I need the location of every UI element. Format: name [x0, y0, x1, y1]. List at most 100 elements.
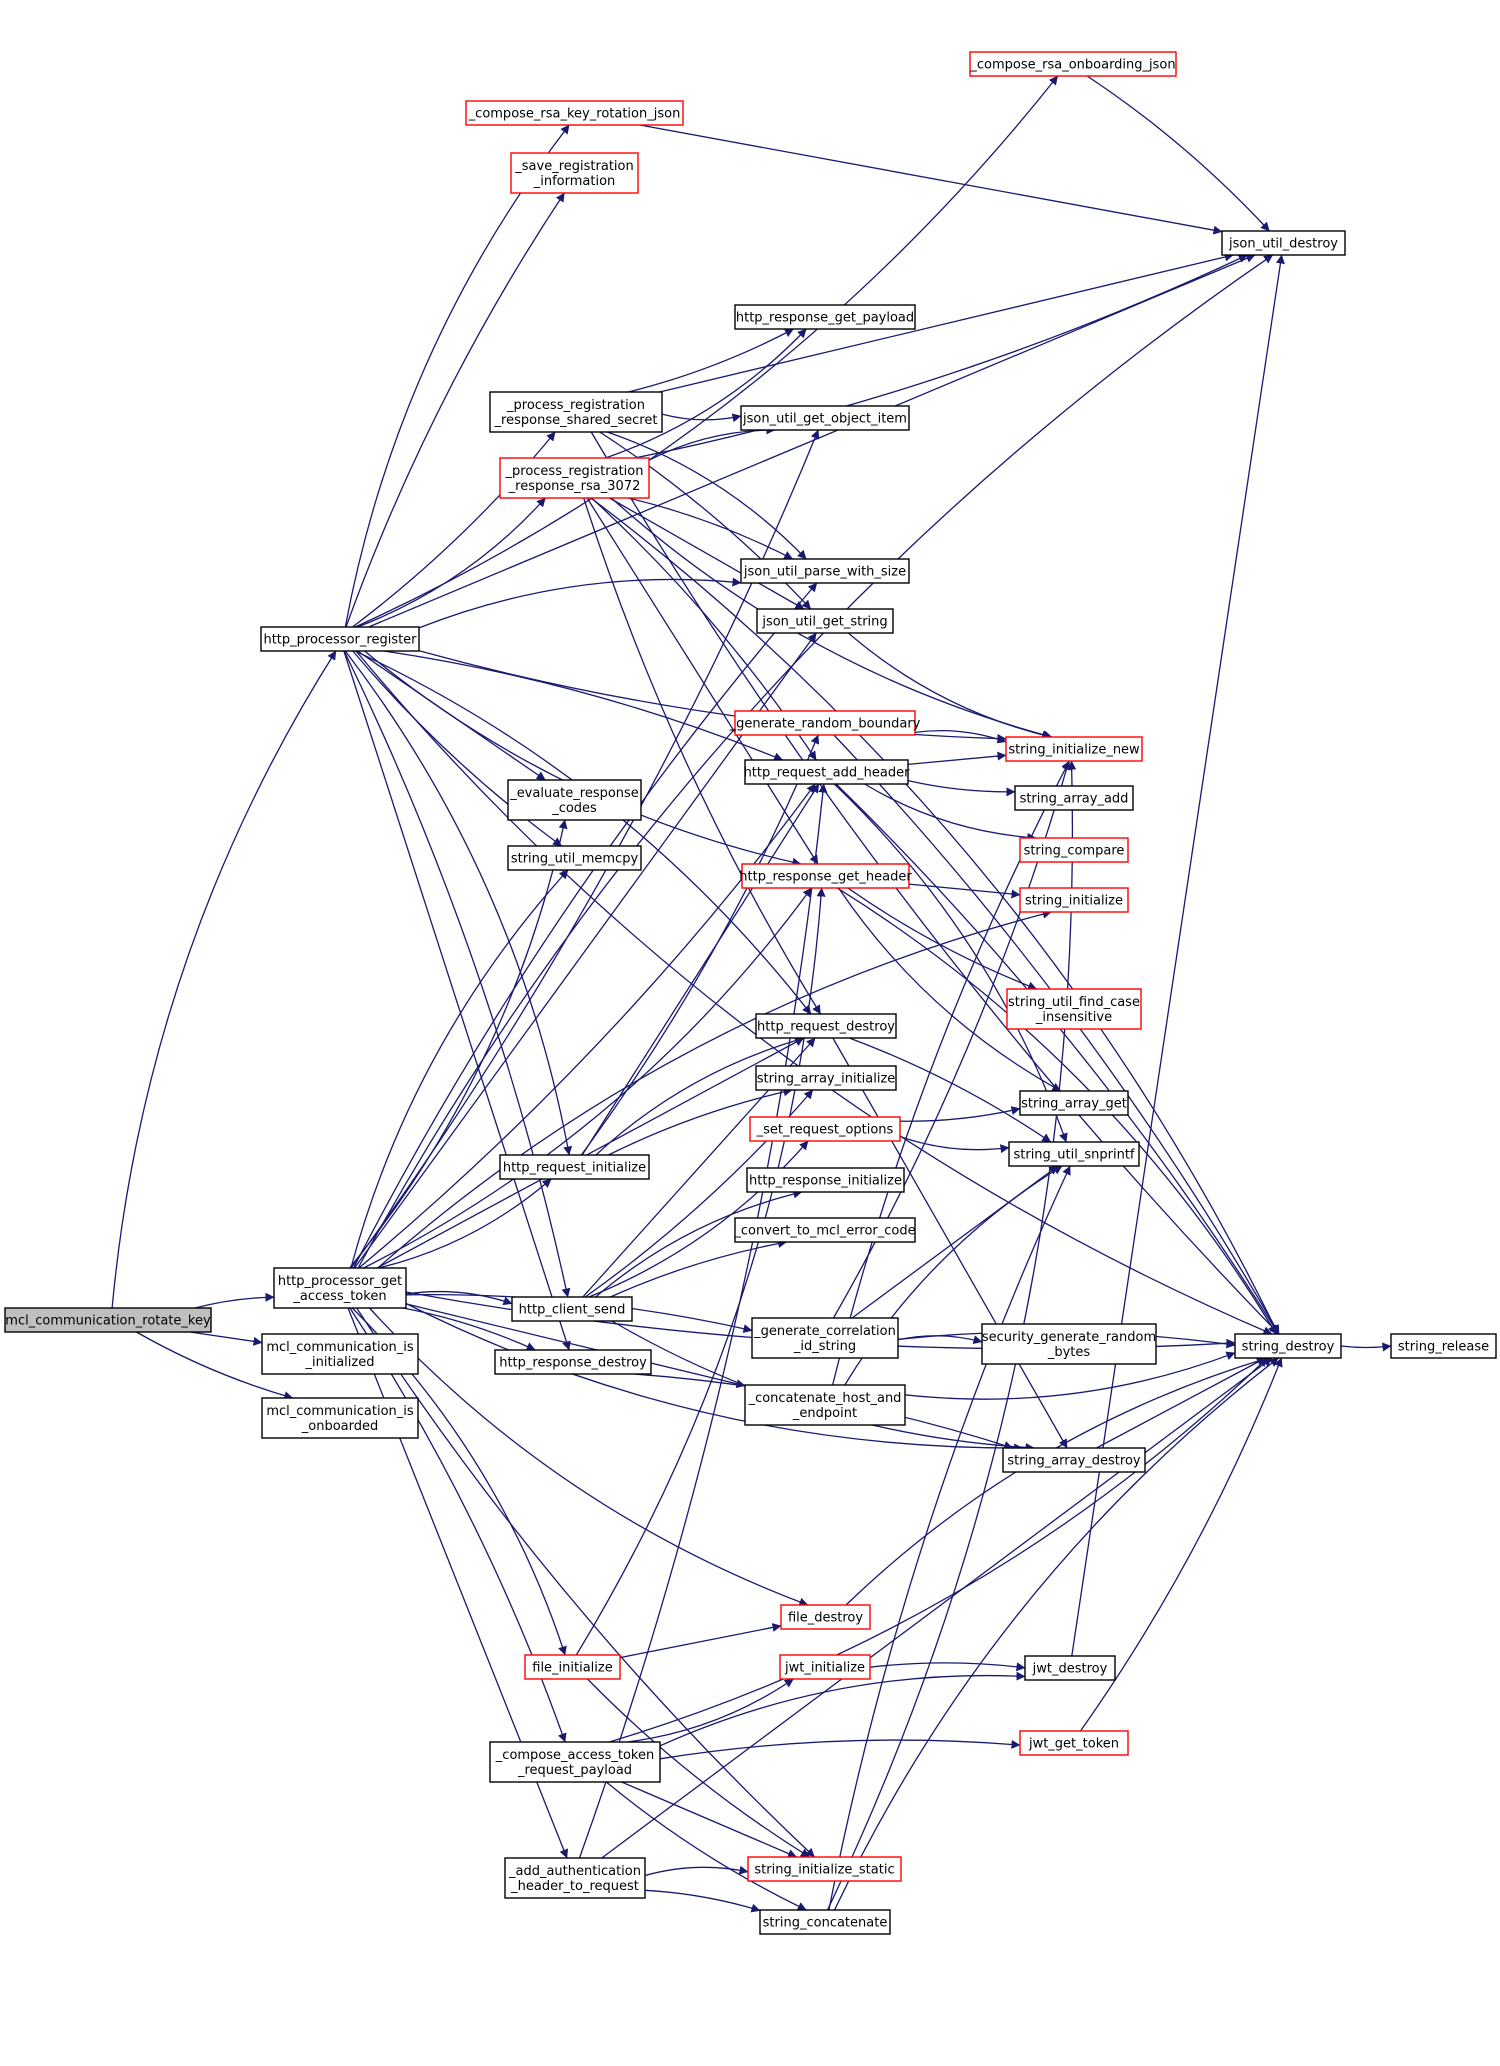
node-string-array-destroy[interactable]: string_array_destroy — [1002, 1447, 1146, 1473]
node-box[interactable] — [740, 558, 910, 584]
node-box[interactable] — [1006, 988, 1142, 1030]
node-compose-rsa-onboarding[interactable]: _compose_rsa_onboarding_json — [969, 51, 1177, 77]
node-root[interactable]: mcl_communication_rotate_key — [4, 1307, 212, 1333]
node-box[interactable] — [734, 710, 916, 736]
node-box[interactable] — [1008, 1141, 1140, 1167]
node-jwt-destroy[interactable]: jwt_destroy — [1024, 1655, 1116, 1681]
node-string-initialize[interactable]: string_initialize — [1019, 887, 1129, 913]
node-box[interactable] — [4, 1307, 212, 1333]
node-compose-rsa-key-rotation[interactable]: _compose_rsa_key_rotation_json — [465, 100, 684, 126]
node-jwt-get-token[interactable]: jwt_get_token — [1019, 1730, 1129, 1756]
node-box[interactable] — [1005, 736, 1143, 762]
node-http-request-add-header[interactable]: http_request_add_header — [744, 759, 911, 785]
node-box[interactable] — [744, 1384, 906, 1426]
node-string-initialize-static[interactable]: string_initialize_static — [747, 1856, 902, 1882]
node-box[interactable] — [1019, 1730, 1129, 1756]
node-http-request-initialize[interactable]: http_request_initialize — [499, 1154, 650, 1180]
node-box[interactable] — [1002, 1447, 1146, 1473]
node-box[interactable] — [1019, 1090, 1129, 1116]
node-jwt-initialize[interactable]: jwt_initialize — [779, 1654, 871, 1680]
node-box[interactable] — [756, 608, 894, 634]
node-box[interactable] — [524, 1654, 621, 1680]
node-json-util-get-object-item[interactable]: json_util_get_object_item — [740, 405, 910, 431]
node-http-response-get-payload[interactable]: http_response_get_payload — [734, 304, 916, 330]
node-box[interactable] — [489, 1741, 661, 1783]
node-string-util-memcpy[interactable]: string_util_memcpy — [507, 845, 642, 871]
node-box[interactable] — [1390, 1333, 1497, 1359]
node-box[interactable] — [1024, 1655, 1116, 1681]
node-is-initialized[interactable]: mcl_communication_is_initialized — [261, 1333, 419, 1375]
node-box[interactable] — [1014, 785, 1134, 811]
node-generate-random-boundary[interactable]: _generate_random_boundary — [729, 710, 921, 736]
node-box[interactable] — [504, 1857, 646, 1899]
node-process-shared-secret[interactable]: _process_registration_response_shared_se… — [489, 391, 663, 433]
node-http-response-destroy[interactable]: http_response_destroy — [494, 1349, 652, 1375]
node-get-access-token[interactable]: http_processor_get_access_token — [273, 1267, 407, 1309]
node-json-util-parse-with-size[interactable]: json_util_parse_with_size — [740, 558, 910, 584]
node-box[interactable] — [1234, 1333, 1342, 1359]
node-box[interactable] — [507, 845, 642, 871]
node-concatenate-host-endpoint[interactable]: _concatenate_host_and_endpoint — [744, 1384, 906, 1426]
node-json-util-get-string[interactable]: json_util_get_string — [756, 608, 894, 634]
node-http-client-send[interactable]: http_client_send — [511, 1296, 633, 1322]
node-box[interactable] — [755, 1013, 897, 1039]
node-evaluate-response-codes[interactable]: _evaluate_response_codes — [507, 779, 642, 821]
node-save-registration[interactable]: _save_registration_information — [510, 152, 639, 194]
node-box[interactable] — [751, 1317, 899, 1359]
node-box[interactable] — [744, 759, 909, 785]
node-add-authentication-header[interactable]: _add_authentication_header_to_request — [504, 1857, 646, 1899]
node-box[interactable] — [981, 1323, 1157, 1365]
node-http-request-destroy[interactable]: http_request_destroy — [755, 1013, 897, 1039]
node-is-onboarded[interactable]: mcl_communication_is_onboarded — [261, 1397, 419, 1439]
node-generate-correlation-id[interactable]: _generate_correlation_id_string — [751, 1317, 899, 1359]
node-string-util-find-case-insensitive[interactable]: string_util_find_case_insensitive — [1006, 988, 1142, 1030]
node-string-release[interactable]: string_release — [1390, 1333, 1497, 1359]
node-string-array-add[interactable]: string_array_add — [1014, 785, 1134, 811]
node-box[interactable] — [494, 1349, 652, 1375]
node-box[interactable] — [511, 1296, 633, 1322]
node-box[interactable] — [499, 1154, 650, 1180]
node-file-initialize[interactable]: file_initialize — [524, 1654, 621, 1680]
node-string-compare[interactable]: string_compare — [1019, 837, 1129, 863]
node-file-destroy[interactable]: file_destroy — [780, 1604, 871, 1630]
node-http-response-initialize[interactable]: http_response_initialize — [746, 1167, 905, 1193]
node-box[interactable] — [755, 1065, 897, 1091]
node-box[interactable] — [1221, 230, 1346, 256]
node-box[interactable] — [1019, 887, 1129, 913]
node-box[interactable] — [260, 626, 420, 652]
node-convert-to-mcl-error-code[interactable]: _convert_to_mcl_error_code — [733, 1217, 916, 1243]
node-string-destroy[interactable]: string_destroy — [1234, 1333, 1342, 1359]
node-http-response-get-header[interactable]: http_response_get_header — [739, 863, 912, 889]
node-box[interactable] — [969, 51, 1177, 77]
node-security-generate-random-bytes[interactable]: security_generate_random_bytes — [981, 1323, 1157, 1365]
node-set-request-options[interactable]: _set_request_options — [749, 1116, 901, 1142]
node-string-util-snprintf[interactable]: string_util_snprintf — [1008, 1141, 1140, 1167]
node-json-util-destroy[interactable]: json_util_destroy — [1221, 230, 1346, 256]
node-register[interactable]: http_processor_register — [260, 626, 420, 652]
node-box[interactable] — [499, 457, 650, 499]
node-box[interactable] — [465, 100, 684, 126]
node-box[interactable] — [746, 1167, 905, 1193]
node-box[interactable] — [740, 405, 910, 431]
node-box[interactable] — [261, 1397, 419, 1439]
node-box[interactable] — [489, 391, 663, 433]
node-box[interactable] — [734, 304, 916, 330]
node-string-concatenate[interactable]: string_concatenate — [759, 1909, 891, 1935]
node-box[interactable] — [734, 1217, 916, 1243]
node-box[interactable] — [741, 863, 910, 889]
node-string-array-initialize[interactable]: string_array_initialize — [755, 1065, 897, 1091]
node-box[interactable] — [1019, 837, 1129, 863]
node-box[interactable] — [510, 152, 639, 194]
node-box[interactable] — [749, 1116, 901, 1142]
node-compose-access-token-payload[interactable]: _compose_access_token_request_payload — [489, 1741, 661, 1783]
node-string-initialize-new[interactable]: string_initialize_new — [1005, 736, 1143, 762]
node-box[interactable] — [759, 1909, 891, 1935]
node-box[interactable] — [779, 1654, 871, 1680]
node-string-array-get[interactable]: string_array_get — [1019, 1090, 1129, 1116]
node-box[interactable] — [747, 1856, 902, 1882]
node-box[interactable] — [780, 1604, 871, 1630]
node-box[interactable] — [261, 1333, 419, 1375]
node-process-rsa-3072[interactable]: _process_registration_response_rsa_3072 — [499, 457, 650, 499]
node-box[interactable] — [507, 779, 642, 821]
node-box[interactable] — [273, 1267, 407, 1309]
